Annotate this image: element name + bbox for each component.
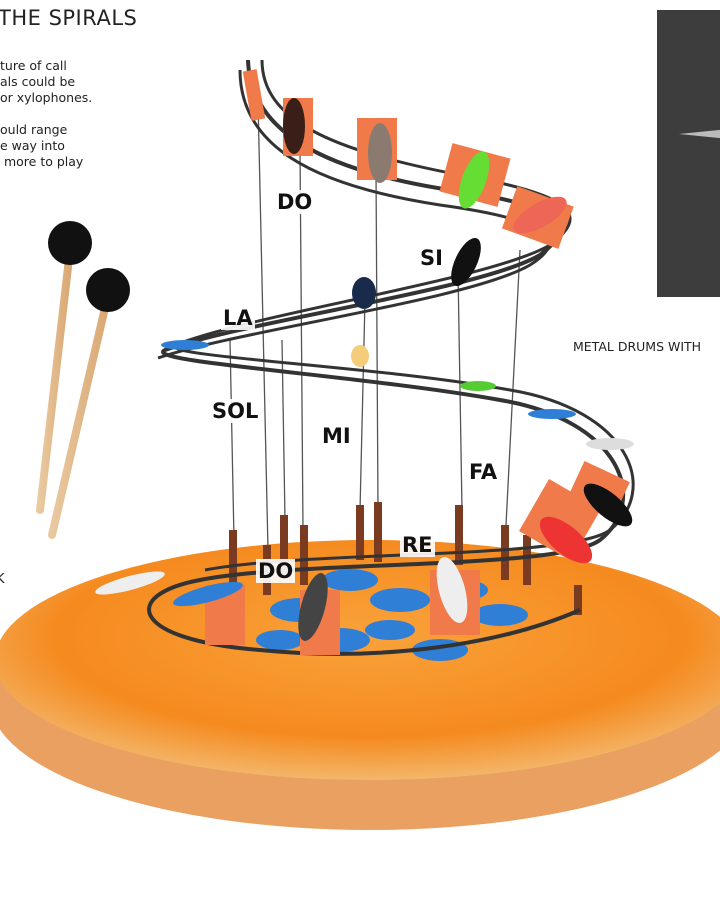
mallets-icon bbox=[36, 221, 130, 539]
note-label-re: RE bbox=[400, 533, 435, 557]
caption-metal-drums: METAL DRUMS WITH bbox=[573, 339, 702, 354]
heading: THE SPIRALS bbox=[0, 6, 138, 30]
desc-line: ture of call bbox=[0, 58, 67, 73]
render-preview-panel bbox=[657, 10, 720, 297]
desc-line: e way into bbox=[0, 138, 65, 153]
note-label-si: SI bbox=[418, 246, 445, 270]
cropped-text-fragment: K bbox=[0, 572, 5, 587]
note-label-la: LA bbox=[221, 306, 255, 330]
desc-line: or xylophones. bbox=[0, 90, 93, 105]
desc-line: als could be bbox=[0, 74, 76, 89]
description-paragraph-2: ould range e way into more to play bbox=[0, 122, 92, 170]
note-label-fa: FA bbox=[467, 460, 500, 484]
note-label-sol: SOL bbox=[210, 399, 261, 423]
desc-line: ould range bbox=[0, 122, 68, 137]
description: ture of call als could be or xylophones.… bbox=[0, 58, 92, 186]
note-label-do-low: DO bbox=[256, 559, 296, 583]
description-paragraph-1: ture of call als could be or xylophones. bbox=[0, 58, 92, 106]
note-label-mi: MI bbox=[320, 424, 353, 448]
desc-line: more to play bbox=[0, 154, 84, 169]
metal-sheet-shape bbox=[679, 128, 720, 140]
note-label-do-high: DO bbox=[275, 190, 315, 214]
sandals-icon bbox=[95, 98, 634, 641]
